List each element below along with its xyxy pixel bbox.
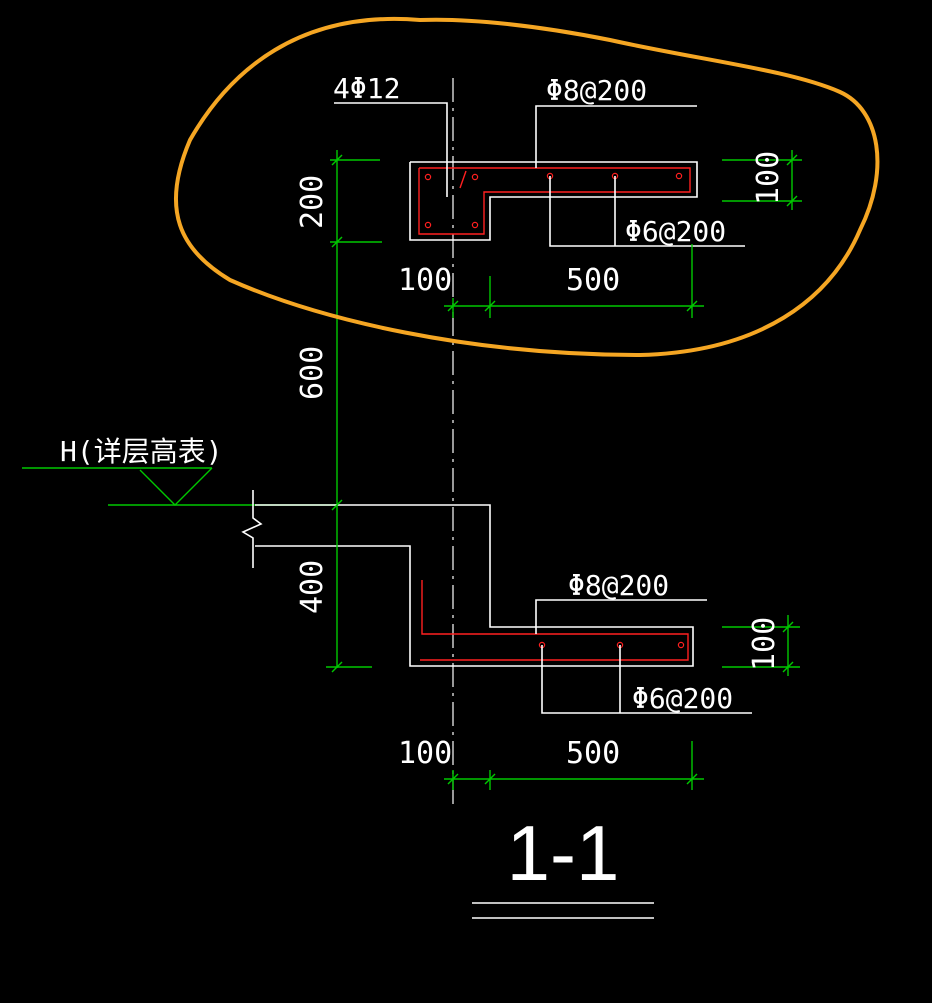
middle-section: 600 H(详层高表): [22, 320, 338, 506]
rebar-dot: [675, 172, 683, 180]
tick: [484, 773, 496, 785]
upper-dim-200: 200: [295, 175, 330, 229]
tick: [686, 300, 698, 312]
tick: [331, 499, 343, 511]
highlight-circle: [174, 16, 880, 357]
tick: [782, 621, 794, 633]
lower-dim-100-col: 100: [398, 736, 452, 771]
lower-dim-100-slab: 100: [747, 617, 782, 671]
upper-main-bar-label: 4Φ12: [333, 72, 400, 105]
lower-dist-bar-label: Φ6@200: [632, 682, 733, 715]
tick: [686, 773, 698, 785]
upper-top-bar-label: Φ8@200: [546, 74, 647, 107]
lower-section: Φ8@200 Φ6@200 400 100 100 500: [241, 490, 800, 790]
upper-rebar-hook: [459, 170, 467, 189]
rebar-dot: [471, 221, 479, 229]
tick: [484, 300, 496, 312]
upper-dim-500-cant: 500: [566, 263, 620, 298]
upper-dist-bar-label: Φ6@200: [625, 215, 726, 248]
upper-dim-100-slab: 100: [751, 151, 786, 205]
tick: [331, 661, 343, 673]
rebar-dot: [677, 641, 685, 649]
tick: [331, 154, 343, 166]
tick: [447, 773, 459, 785]
lower-rebar-dots: [538, 641, 685, 649]
rebar-dot: [424, 173, 432, 181]
tick: [331, 236, 343, 248]
elevation-label: H(详层高表): [60, 435, 223, 468]
lower-leader-top-bar: [535, 599, 707, 634]
tick: [786, 195, 798, 207]
lower-rebar: [420, 580, 689, 661]
section-title: 1-1: [507, 809, 620, 897]
lower-dim-500-cant: 500: [566, 736, 620, 771]
lower-top-bar-label: Φ8@200: [568, 569, 669, 602]
tick: [447, 300, 459, 312]
upper-rebar-dots: [424, 172, 683, 229]
lower-dim-400: 400: [295, 560, 330, 614]
upper-leader-top-bar: [535, 105, 697, 168]
upper-leader-main-bar: [334, 102, 448, 197]
lower-leader-dist-bar: [541, 645, 752, 714]
break-symbol: [241, 490, 263, 568]
tick: [782, 661, 794, 673]
upper-outline: [409, 161, 698, 241]
upper-section: 4Φ12 Φ8@200 Φ6@200 200 100 100 500: [174, 16, 880, 357]
upper-dim-100-col: 100: [398, 263, 452, 298]
rebar-dot: [471, 173, 479, 181]
middle-dim-600: 600: [295, 346, 330, 400]
upper-rebar-stirrup: [418, 167, 691, 235]
elevation-marker-triangle: [139, 467, 213, 506]
section-title-block: 1-1: [472, 809, 654, 919]
rebar-dot: [424, 221, 432, 229]
tick: [786, 154, 798, 166]
lower-outline-top: [255, 504, 694, 667]
upper-leader-dist-bar: [549, 176, 745, 247]
